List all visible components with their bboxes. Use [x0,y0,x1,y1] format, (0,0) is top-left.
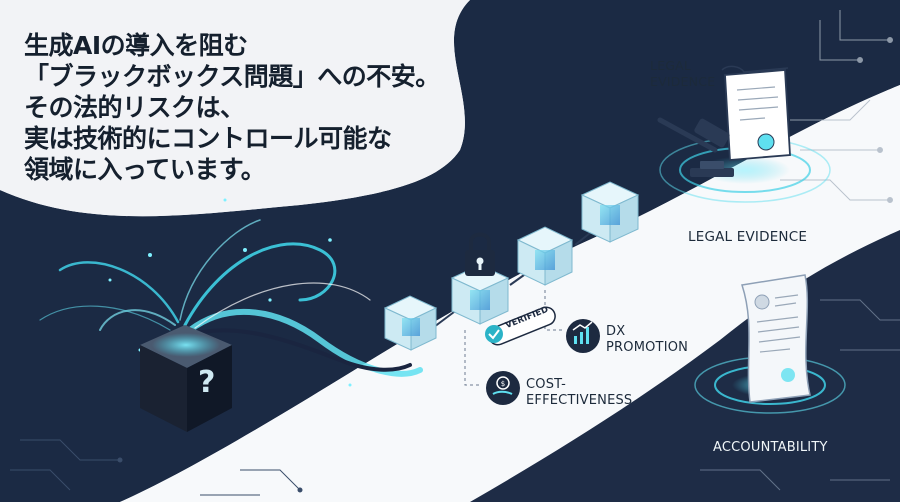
headline-panel [0,0,470,217]
data-swirl-streams [39,219,423,377]
headline-line-3: その法的リスクは、 [24,93,245,122]
legal-evidence-label: LEGAL EVIDENCE [688,229,808,245]
headline: 生成AIの導入を阻む 「ブラックボックス問題」への不安。 その法的リスクは、 実… [24,30,440,185]
headline-line-4: 実は技術的にコントロール可能な [24,124,392,153]
verified-badge-shape [485,306,556,346]
question-mark: ? [198,365,216,400]
glass-cube-3 [516,226,574,286]
accountability-label: ACCOUNTABILITY [713,440,828,455]
circuit-traces-right [700,299,900,491]
glass-cube-1 [383,295,438,351]
certificate-document-icon [721,65,791,161]
glass-cube-4 [580,181,640,243]
dx-chart-icon [566,319,600,353]
cost-effectiveness-label: COST- EFFECTIVENESS [526,377,633,408]
headline-line-5: 領域に入っています。 [24,155,266,184]
profile-document-icon [741,274,811,403]
black-box-cube-icon [140,325,232,432]
white-diagonal-path [120,85,900,502]
coin-hand-icon: $ [486,371,520,405]
svg-text:$: $ [501,380,505,388]
padlock-icon [465,232,495,276]
blockchain-cubes [383,181,640,351]
gavel-icon [657,117,734,177]
headline-line-1: 生成AIの導入を阻む [24,31,248,60]
dashed-connectors [464,290,565,386]
headline-line-2: 「ブラックボックス問題」への不安。 [24,62,440,91]
legal-evidence-top-label: LEGAL EVIDENCE [650,58,716,89]
circuit-traces-bottom [10,439,303,496]
circuit-traces-top [780,10,893,203]
glass-cube-2 [450,264,510,325]
dx-promotion-label: DX PROMOTION [606,324,689,355]
